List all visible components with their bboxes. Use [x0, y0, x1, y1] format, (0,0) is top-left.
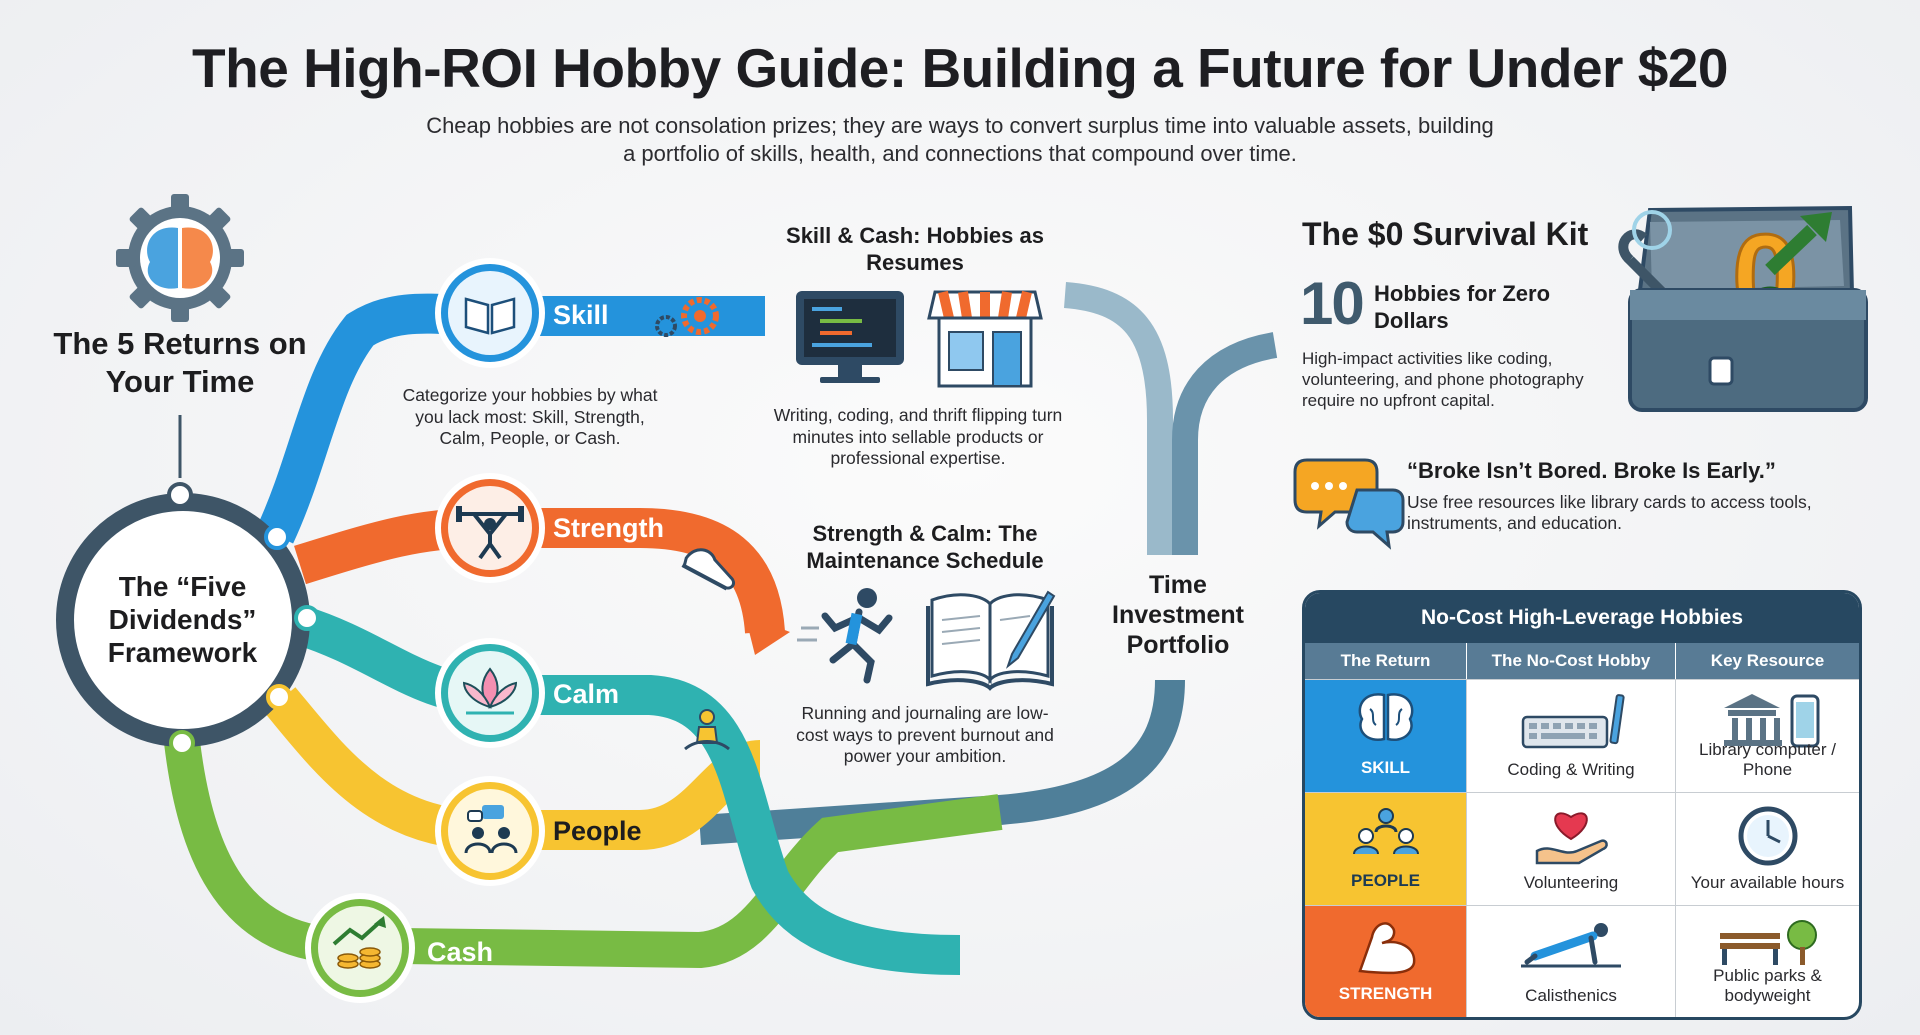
storefront-icon — [927, 290, 1043, 388]
hobby-label-calisthenics: Calisthenics — [1525, 986, 1617, 1005]
page-subtitle: Cheap hobbies are not consolation prizes… — [426, 113, 1494, 166]
stream-label-skill: Skill — [553, 300, 609, 330]
computer-code-icon — [796, 291, 904, 383]
keyboard-pen-icon — [1521, 694, 1625, 749]
group-icon — [1352, 808, 1419, 855]
heart-hand-icon — [1535, 812, 1608, 865]
running-shoe-icon — [681, 548, 735, 591]
survival-kit-body: High-impact activities like coding, volu… — [1302, 349, 1584, 410]
resource-label-parks: Public parks & bodyweight — [1713, 966, 1822, 1005]
portfolio-stream-upper — [1063, 282, 1173, 555]
hub-node-cash — [169, 730, 195, 756]
flexed-arm-icon — [1357, 922, 1415, 975]
hub-label: The “Five Dividends” Framework — [107, 571, 258, 668]
returns-heading: The 5 Returns on Your Time — [53, 326, 307, 399]
people-icon-circle — [435, 776, 545, 886]
table-row: STRENGTH Calisthenics Public parks & bod… — [1305, 905, 1859, 1017]
journal-pen-icon — [926, 590, 1056, 691]
stream-label-people: People — [553, 816, 642, 846]
hub-node-people — [266, 684, 292, 710]
quote-body: Use free resources like library cards to… — [1407, 492, 1812, 533]
resource-cell-hours: Your available hours — [1676, 793, 1859, 905]
survival-kit-heading: The $0 Survival Kit — [1302, 216, 1589, 252]
resource-label-library: Library computer / Phone — [1699, 740, 1836, 779]
portfolio-label: Time Investment Portfolio — [1112, 571, 1244, 659]
hobby-cell-volunteering: Volunteering — [1467, 793, 1676, 905]
table-row: SKILL Coding & Writing Libra — [1305, 679, 1859, 792]
stream-label-strength: Strength — [553, 513, 664, 543]
hub-node-strength — [294, 605, 320, 631]
strength-arrowhead — [745, 615, 790, 655]
stream-label-calm: Calm — [553, 679, 620, 709]
return-cell-skill: SKILL — [1305, 680, 1467, 792]
pushup-icon — [1521, 923, 1621, 968]
skill-cash-heading: Skill & Cash: Hobbies as Resumes — [786, 223, 1044, 275]
return-cell-people: PEOPLE — [1305, 793, 1467, 905]
calm-icon-circle — [435, 638, 545, 748]
resource-cell-library: Library computer / Phone — [1676, 680, 1859, 792]
table-header-row: The Return The No-Cost Hobby Key Resourc… — [1305, 643, 1859, 679]
clock-icon — [1738, 806, 1797, 866]
hobby-cell-coding: Coding & Writing — [1467, 680, 1676, 792]
survival-kit-count: 10 — [1300, 270, 1365, 337]
stream-label-cash: Cash — [427, 937, 494, 967]
skill-cash-caption: Writing, coding, and thrift flipping tur… — [773, 405, 1063, 468]
hobby-label-volunteering: Volunteering — [1523, 873, 1619, 892]
skill-icon-circle — [435, 258, 545, 368]
toolbox-icon: 0 $ — [1618, 205, 1868, 412]
strength-stream — [294, 508, 785, 634]
library-phone-icon — [1723, 694, 1819, 748]
calm-stream — [293, 605, 961, 975]
runner-icon — [797, 588, 893, 684]
brain-gear-icon — [116, 194, 244, 322]
return-label-strength: STRENGTH — [1338, 984, 1433, 1003]
return-label-people: PEOPLE — [1351, 871, 1420, 890]
portfolio-stream-top-right — [1172, 332, 1278, 555]
survival-kit-count-label: Hobbies for Zero Dollars — [1374, 281, 1551, 333]
cash-icon-circle — [305, 893, 415, 1003]
return-label-skill: SKILL — [1360, 758, 1411, 777]
categorize-caption: Categorize your hobbies by what you lack… — [402, 385, 658, 448]
gears-icon — [655, 297, 719, 337]
resource-cell-parks: Public parks & bodyweight — [1676, 906, 1859, 1017]
table-title: No-Cost High-Leverage Hobbies — [1305, 593, 1859, 643]
table-row: PEOPLE Volunteering Your available hours — [1305, 792, 1859, 905]
hub-node-skill — [264, 524, 290, 550]
strength-icon-circle — [435, 473, 545, 583]
hobby-cell-calisthenics: Calisthenics — [1467, 906, 1676, 1017]
hobby-table: No-Cost High-Leverage Hobbies The Return… — [1302, 590, 1862, 1020]
speech-bubbles-icon — [1293, 458, 1405, 550]
table-header-hobby: The No-Cost Hobby — [1467, 643, 1676, 679]
hobby-label-coding: Coding & Writing — [1507, 760, 1635, 779]
strength-calm-heading: Strength & Calm: The Maintenance Schedul… — [806, 521, 1044, 573]
portfolio-stream-lower — [699, 679, 1185, 845]
page-title: The High-ROI Hobby Guide: Building a Fut… — [192, 37, 1728, 99]
strength-calm-caption: Running and journaling are low-cost ways… — [796, 703, 1054, 766]
quote-heading: “Broke Isn’t Bored. Broke Is Early.” — [1407, 458, 1776, 483]
hub-node-top — [167, 482, 193, 508]
meditation-icon — [684, 709, 730, 751]
park-bench-icon — [1719, 920, 1817, 965]
resource-label-hours: Your available hours — [1690, 873, 1845, 892]
brain-icon — [1358, 693, 1413, 742]
return-cell-strength: STRENGTH — [1305, 906, 1467, 1017]
table-header-resource: Key Resource — [1710, 651, 1825, 670]
table-header-return: The Return — [1305, 643, 1467, 679]
